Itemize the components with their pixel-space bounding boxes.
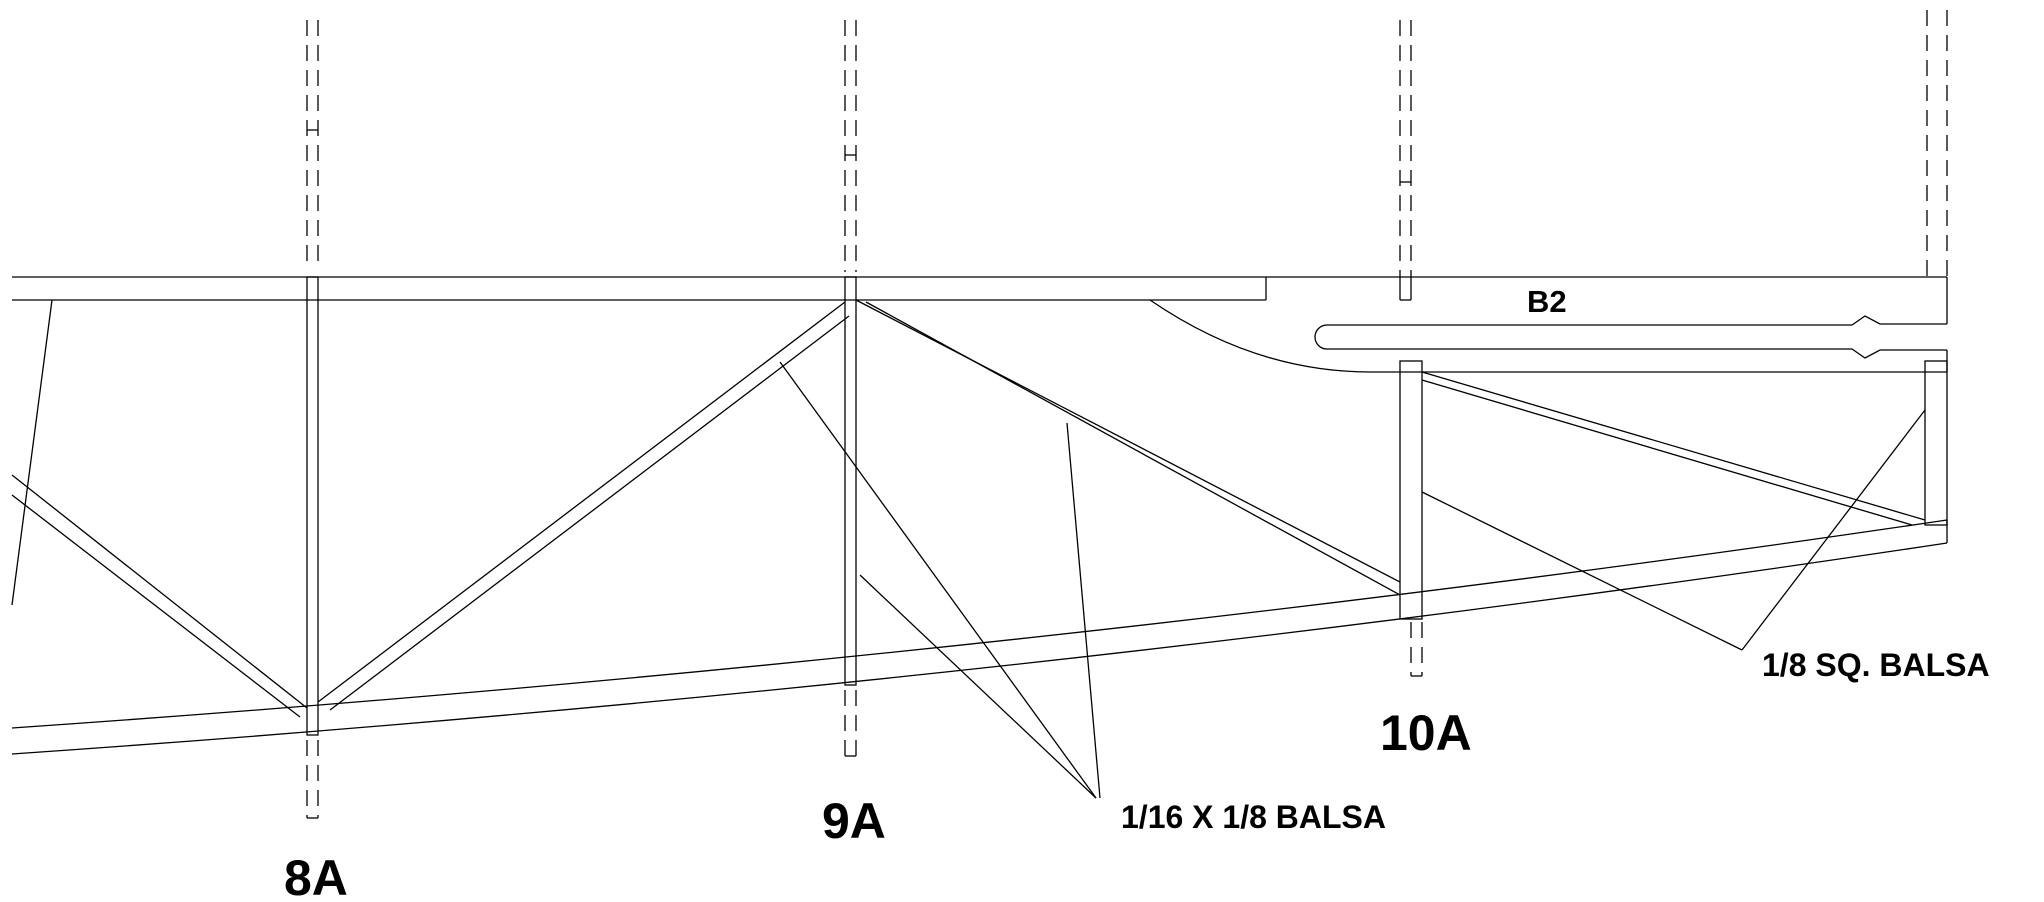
leader-diag-b bbox=[859, 574, 1097, 799]
leader-square-b bbox=[1741, 409, 1926, 651]
station-label-8a: 8A bbox=[284, 850, 348, 902]
bottom-longeron-lower-edge bbox=[11, 542, 1948, 755]
leader-lines bbox=[779, 361, 1926, 799]
diagonal-far-left bbox=[11, 299, 53, 606]
upright-8a bbox=[306, 276, 319, 736]
station-label-9a: 9A bbox=[822, 793, 886, 849]
callout-square-balsa: 1/8 SQ. BALSA bbox=[1762, 647, 1990, 683]
diagonal-9a-10a-a bbox=[855, 299, 1401, 583]
fillet-curve bbox=[1149, 299, 1947, 373]
top-longeron bbox=[12, 276, 1948, 324]
diagonal-9a-10a-b bbox=[865, 301, 1401, 596]
diagonal-8a-9a-b bbox=[329, 315, 850, 711]
centerline-ticks bbox=[307, 129, 1411, 183]
diagonal-8a-9a-a bbox=[317, 301, 846, 703]
station-centerlines bbox=[306, 10, 1948, 819]
diagonal-left-b bbox=[11, 494, 301, 718]
station-label-10a: 10A bbox=[1380, 705, 1472, 761]
upright-10a bbox=[1399, 360, 1423, 620]
leader-diag-a bbox=[779, 361, 1097, 799]
diagonal-10a-end-b bbox=[1421, 379, 1913, 526]
leader-square-a bbox=[1421, 491, 1743, 651]
uprights bbox=[306, 276, 1948, 736]
leader-diag-c bbox=[1066, 422, 1101, 799]
diagonal-left-a bbox=[11, 474, 308, 709]
diagonal-10a-end-a bbox=[1421, 371, 1926, 521]
bottom-longeron-upper-edge bbox=[11, 519, 1948, 729]
diagonal-braces bbox=[11, 299, 1926, 718]
part-label-b2: B2 bbox=[1527, 284, 1567, 319]
upright-9a bbox=[844, 276, 857, 686]
upright-end bbox=[1924, 360, 1948, 526]
callout-diagonals: 1/16 X 1/8 BALSA bbox=[1121, 799, 1386, 835]
b2-slot bbox=[1314, 315, 1947, 359]
